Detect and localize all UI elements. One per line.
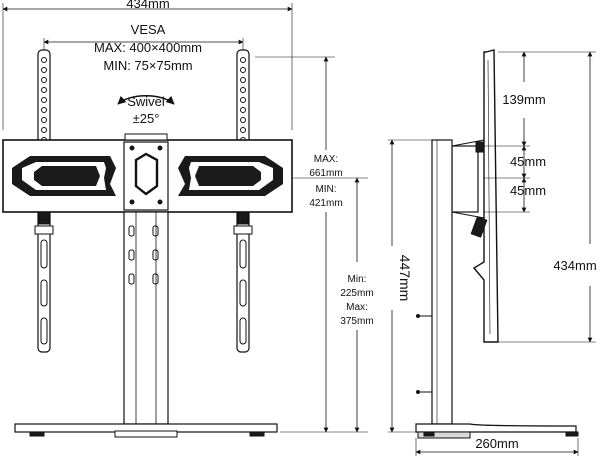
height-max-label: MAX:	[314, 154, 338, 165]
front-pole	[123, 211, 169, 425]
height-max-value: 661mm	[309, 168, 342, 179]
vesa-title: VESA	[131, 22, 166, 37]
side-mount	[451, 139, 488, 238]
front-view-labels: 434mm VESA MAX: 400×400mm MIN: 75×75mm S…	[94, 0, 374, 327]
mounting-plate	[2, 133, 293, 213]
dim-139-label: 139mm	[502, 92, 545, 107]
base-depth-label: 260mm	[475, 436, 518, 451]
side-view-labels: 447mm 260mm 139mm 45mm 45mm 434mm	[397, 92, 597, 451]
side-view	[388, 49, 596, 456]
post-max-value: 375mm	[340, 316, 373, 327]
swivel-angle-label: ±25°	[133, 111, 160, 126]
side-pole	[416, 139, 453, 425]
side-height-label: 447mm	[397, 255, 413, 302]
dim-45b-label: 45mm	[510, 183, 546, 198]
height-min-label: MIN:	[315, 184, 336, 195]
post-min-label: Min:	[348, 274, 367, 285]
height-min-value: 421mm	[309, 198, 342, 209]
dim-45a-label: 45mm	[510, 154, 546, 169]
vesa-max-label: MAX: 400×400mm	[94, 40, 202, 55]
front-view	[2, 3, 368, 438]
side-434-label: 434mm	[553, 258, 596, 273]
swivel-label: Swivel	[127, 94, 165, 109]
post-min-value: 225mm	[340, 288, 373, 299]
swivel-arrow	[117, 95, 175, 105]
top-width-label: 434mm	[126, 0, 169, 11]
post-max-label: Max:	[346, 302, 368, 313]
side-tv-panel	[472, 49, 499, 343]
front-base	[14, 423, 278, 438]
side-base	[415, 423, 579, 439]
vesa-min-label: MIN: 75×75mm	[103, 58, 192, 73]
